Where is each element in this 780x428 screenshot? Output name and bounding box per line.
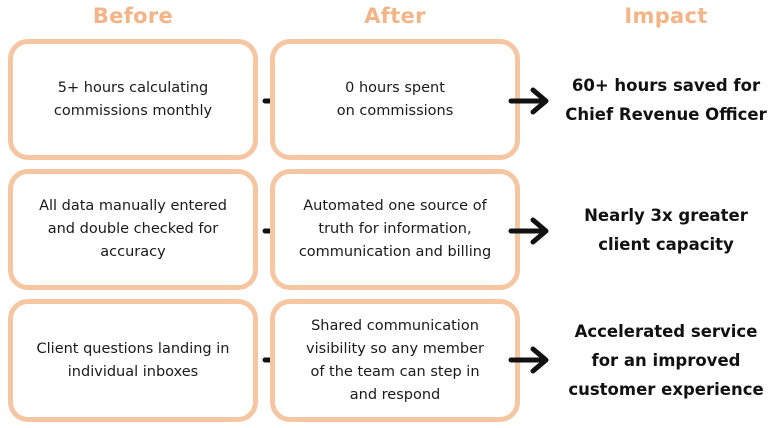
header-after: After [364, 4, 426, 28]
header-impact: Impact [624, 4, 708, 28]
after-text-3: Shared communication visibility so any m… [306, 317, 484, 403]
arrow-right-icon [508, 217, 549, 245]
impact-text-2: Nearly 3x greater client capacity [584, 206, 748, 254]
arrow-right-icon [508, 346, 549, 374]
impact-text-1: 60+ hours saved for Chief Revenue Office… [565, 76, 767, 124]
after-box-1: 0 hours spent on commissions [270, 39, 520, 160]
before-text-1: 5+ hours calculating commissions monthly [53, 79, 213, 119]
after-text-2: Automated one source of truth for inform… [298, 198, 492, 260]
before-text-3: Client questions landing in individual i… [36, 340, 230, 380]
before-box-2: All data manually entered and double che… [8, 169, 258, 290]
after-box-2: Automated one source of truth for inform… [270, 169, 520, 290]
impact-text-3: Accelerated service for an improved cust… [568, 321, 764, 399]
header-before: Before [92, 4, 174, 28]
after-text-1: 0 hours spent on commissions [336, 79, 454, 119]
after-box-3: Shared communication visibility so any m… [270, 299, 520, 422]
before-text-2: All data manually entered and double che… [39, 198, 227, 260]
before-box-3: Client questions landing in individual i… [8, 299, 258, 422]
arrow-right-icon [508, 87, 549, 115]
before-box-1: 5+ hours calculating commissions monthly [8, 39, 258, 160]
